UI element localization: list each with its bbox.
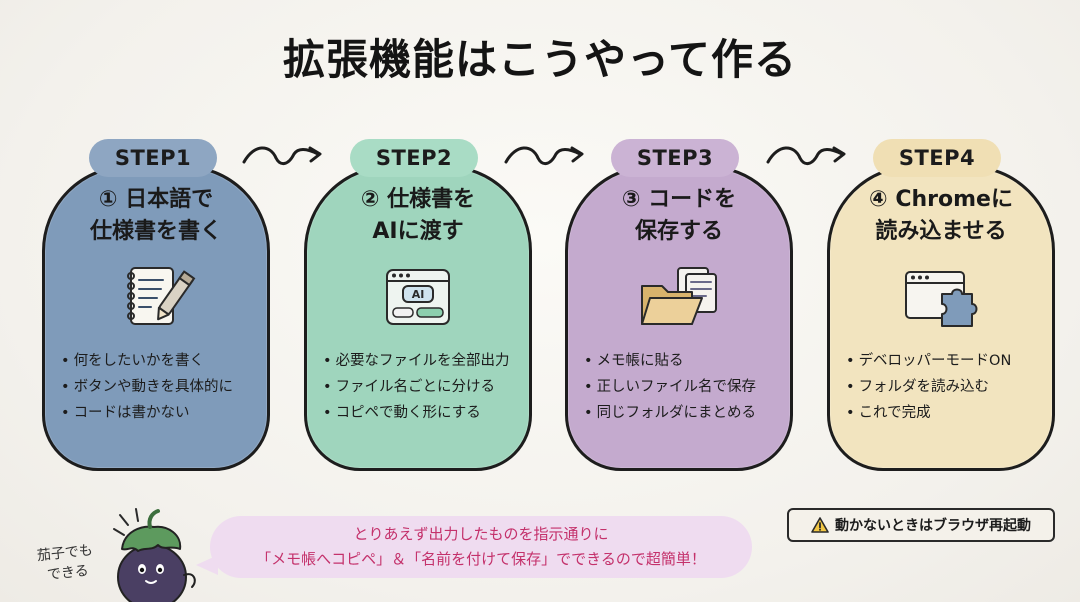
eggplant-mascot-icon	[113, 508, 196, 602]
step-heading-line2: 保存する	[634, 219, 723, 244]
step-heading: ④ Chromeに 読み込ませる	[830, 184, 1052, 248]
list-item: コードは書かない	[61, 400, 259, 426]
list-item: ボタンや動きを具体的に	[61, 374, 259, 400]
step-card-4: ④ Chromeに 読み込ませる デベロッパーモードON フォルダを読み込む こ…	[827, 165, 1055, 471]
warning-note: 動かないときはブラウザ再起動	[787, 508, 1055, 542]
step-heading: ① 日本語で 仕様書を書く	[45, 184, 267, 248]
list-item: メモ帳に貼る	[584, 348, 782, 374]
step-heading-line1: ① 日本語で	[98, 187, 214, 212]
list-item: デベロッパーモードON	[846, 348, 1044, 374]
list-item: 必要なファイルを全部出力	[323, 348, 521, 374]
step-heading-line2: 読み込ませる	[875, 219, 1007, 244]
step-arrow-1-icon	[242, 146, 322, 165]
mascot-note: 茄子でも できる	[36, 540, 102, 586]
step-heading: ③ コードを 保存する	[568, 184, 790, 248]
step-label-4: STEP4	[873, 139, 1001, 177]
step-heading-line2: AIに渡す	[372, 219, 464, 244]
svg-text:AI: AI	[412, 288, 425, 301]
step-card-3: ③ コードを 保存する メモ帳に貼る 正しいファイル名で保存 同じフォルダにまと…	[565, 165, 793, 471]
step-heading: ② 仕様書を AIに渡す	[307, 184, 529, 248]
list-item: 正しいファイル名で保存	[584, 374, 782, 400]
speech-bubble: とりあえず出力したものを指示通りに 「メモ帳へコピペ」＆「名前を付けて保存」でで…	[210, 516, 752, 578]
warning-icon	[811, 517, 829, 533]
speech-line1: とりあえず出力したものを指示通りに	[353, 525, 609, 543]
step-arrow-3-icon	[766, 146, 846, 165]
step-bullets: 何をしたいかを書く ボタンや動きを具体的に コードは書かない	[61, 348, 259, 426]
step-heading-line1: ② 仕様書を	[360, 187, 476, 212]
step-label-2: STEP2	[350, 139, 478, 177]
browser-puzzle-icon	[905, 271, 978, 327]
step-heading-line2: 仕様書を書く	[89, 219, 222, 244]
step-card-1: ① 日本語で 仕様書を書く 何をしたいかを書く ボタンや動きを具体的に	[42, 165, 270, 471]
step-heading-line1: ④ Chromeに	[869, 187, 1013, 212]
list-item: 何をしたいかを書く	[61, 348, 259, 374]
speech-line2: 「メモ帳へコピペ」＆「名前を付けて保存」でできるので超簡単！	[256, 550, 706, 568]
step-arrow-2-icon	[504, 146, 584, 165]
folder-files-icon	[641, 267, 717, 325]
list-item: これで完成	[846, 400, 1044, 426]
list-item: フォルダを読み込む	[846, 374, 1044, 400]
step-bullets: デベロッパーモードON フォルダを読み込む これで完成	[846, 348, 1044, 426]
ai-window-icon: AI	[386, 269, 450, 325]
step-bullets: 必要なファイルを全部出力 ファイル名ごとに分ける コピペで動く形にする	[323, 348, 521, 426]
step-label-1: STEP1	[89, 139, 217, 177]
step-heading-line1: ③ コードを	[621, 187, 737, 212]
list-item: ファイル名ごとに分ける	[323, 374, 521, 400]
list-item: 同じフォルダにまとめる	[584, 400, 782, 426]
step-card-2: ② 仕様書を AIに渡す AI 必要なファイルを全部出力 ファイル名ごとに分ける…	[304, 165, 532, 471]
page-title: 拡張機能はこうやって作る	[283, 35, 797, 84]
step-bullets: メモ帳に貼る 正しいファイル名で保存 同じフォルダにまとめる	[584, 348, 782, 426]
list-item: コピペで動く形にする	[323, 400, 521, 426]
notepad-pencil-icon	[127, 267, 196, 325]
step-label-3: STEP3	[611, 139, 739, 177]
warning-text: 動かないときはブラウザ再起動	[835, 518, 1031, 534]
